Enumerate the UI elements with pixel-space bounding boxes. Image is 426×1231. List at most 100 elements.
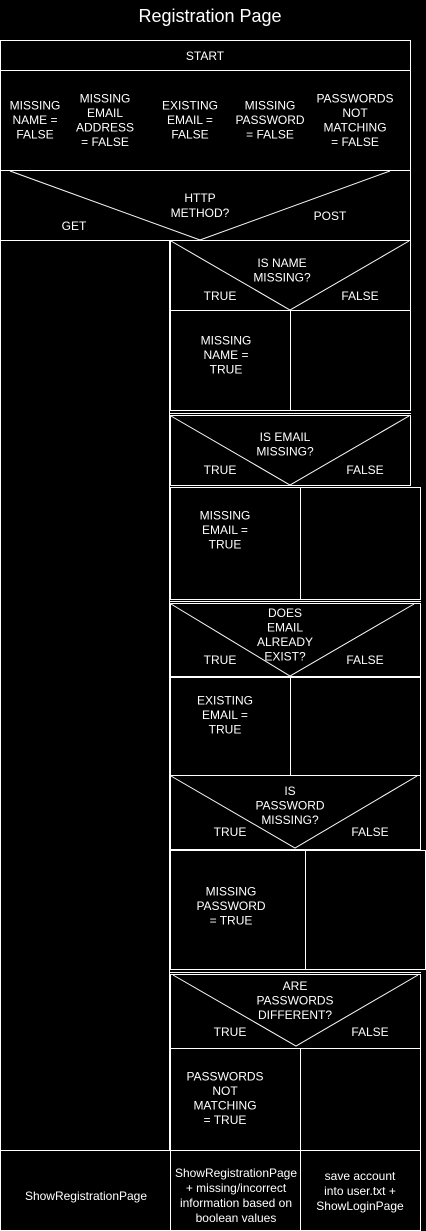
- init-variable-line: ADDRESS: [76, 120, 134, 134]
- http-method-question-line: METHOD?: [171, 206, 230, 220]
- init-variable-line: MATCHING: [323, 120, 386, 134]
- name-missing-false-label: FALSE: [341, 289, 378, 303]
- decision-question-line: EMAIL: [267, 621, 303, 635]
- init-variable-line: FALSE: [171, 128, 208, 142]
- email-exists-true-label: TRUE: [204, 653, 237, 667]
- decision-question-line: DIFFERENT?: [258, 1008, 332, 1022]
- init-variable-line: PASSWORD: [235, 113, 304, 127]
- init-variable-line: = FALSE: [331, 135, 379, 149]
- action-line: EMAIL =: [202, 708, 248, 722]
- action-line: MISSING: [201, 334, 252, 348]
- name-missing-false-box: [290, 310, 411, 411]
- decision-question-line: MISSING?: [261, 813, 319, 827]
- init-variable-line: MISSING: [10, 99, 61, 113]
- email-missing-true-label: TRUE: [204, 463, 237, 477]
- decision-question-line: DOES: [268, 606, 302, 620]
- email-exists-false-label: FALSE: [346, 653, 383, 667]
- page-title: Registration Page: [138, 6, 281, 26]
- output-line: boolean values: [196, 1211, 277, 1225]
- password-missing-decision-triangle: [170, 775, 418, 849]
- password-missing-true-label: TRUE: [214, 825, 247, 839]
- decision-question-line: EXIST?: [264, 650, 306, 664]
- email-exists-decision-triangle: [170, 603, 415, 677]
- init-variable-line: MISSING: [80, 91, 131, 105]
- email-missing-decision: [170, 415, 411, 486]
- output-line: ShowLoginPage: [316, 1199, 404, 1213]
- output-post-true-text: ShowRegistrationPage+ missing/incorrecti…: [175, 1166, 297, 1225]
- passwords-different-false-box: [300, 1048, 421, 1151]
- decision-question-line: IS EMAIL: [260, 430, 311, 444]
- action-line: = TRUE: [210, 914, 253, 928]
- get-branch-column: [0, 240, 170, 1151]
- start-label: START: [186, 49, 225, 63]
- init-variable-line: MISSING: [245, 99, 296, 113]
- password-missing-decision: [170, 775, 421, 850]
- action-line: EXISTING: [197, 694, 253, 708]
- init-variable-line: FALSE: [16, 128, 53, 142]
- decision-question-line: PASSWORDS: [256, 994, 333, 1008]
- email-missing-false-label: FALSE: [346, 463, 383, 477]
- action-line: TRUE: [209, 538, 242, 552]
- init-variable-line: EMAIL =: [167, 113, 213, 127]
- decision-question-line: ALREADY: [257, 635, 313, 649]
- init-variable-line: EXISTING: [162, 99, 218, 113]
- name-missing-true-label: TRUE: [204, 289, 237, 303]
- decision-question-line: IS: [284, 784, 295, 798]
- action-line: = TRUE: [204, 1113, 247, 1127]
- email-missing-decision-triangle: [170, 415, 410, 486]
- init-variable-line: NOT: [342, 106, 368, 120]
- output-line: into user.txt +: [324, 1184, 396, 1198]
- email-exists-false-box: [290, 677, 421, 776]
- init-variable-line: EMAIL: [87, 106, 123, 120]
- init-variable-line: = FALSE: [81, 135, 129, 149]
- output-line: save account: [325, 1169, 396, 1183]
- email-missing-false-box: [300, 487, 421, 600]
- init-variable-line: = FALSE: [246, 128, 294, 142]
- http-post-label: POST: [314, 209, 347, 223]
- action-line: NOT: [212, 1084, 238, 1098]
- action-line: EMAIL =: [202, 523, 248, 537]
- output-line: ShowRegistrationPage: [175, 1166, 297, 1180]
- action-line: TRUE: [209, 723, 242, 737]
- http-get-label: GET: [62, 219, 87, 233]
- passwords-different-false-label: FALSE: [351, 1025, 388, 1039]
- output-line: information based on: [180, 1196, 292, 1210]
- decision-question-line: IS NAME: [257, 256, 306, 270]
- action-line: MISSING: [206, 885, 257, 899]
- output-get-text: ShowRegistrationPage: [25, 1189, 147, 1203]
- decision-question-line: MISSING?: [256, 445, 314, 459]
- init-variable-line: PASSWORDS: [316, 91, 393, 105]
- password-missing-false-box: [305, 850, 426, 970]
- action-line: MISSING: [200, 509, 251, 523]
- output-line: ShowRegistrationPage: [25, 1189, 147, 1203]
- action-line: MATCHING: [193, 1098, 256, 1112]
- init-variable-line: NAME =: [12, 113, 57, 127]
- action-line: TRUE: [210, 363, 243, 377]
- passwords-different-decision-triangle: [172, 974, 419, 1047]
- action-line: PASSWORD: [196, 899, 265, 913]
- action-line: PASSWORDS: [186, 1069, 263, 1083]
- output-line: + missing/incorrect: [186, 1181, 287, 1195]
- decision-question-line: PASSWORD: [255, 799, 324, 813]
- password-missing-false-label: FALSE: [351, 825, 388, 839]
- passwords-different-true-label: TRUE: [214, 1025, 247, 1039]
- decision-question-line: MISSING?: [253, 271, 311, 285]
- action-line: NAME =: [203, 348, 248, 362]
- email-exists-decision: [170, 603, 421, 677]
- http-method-question-line: HTTP: [184, 191, 215, 205]
- decision-question-line: ARE: [283, 979, 308, 993]
